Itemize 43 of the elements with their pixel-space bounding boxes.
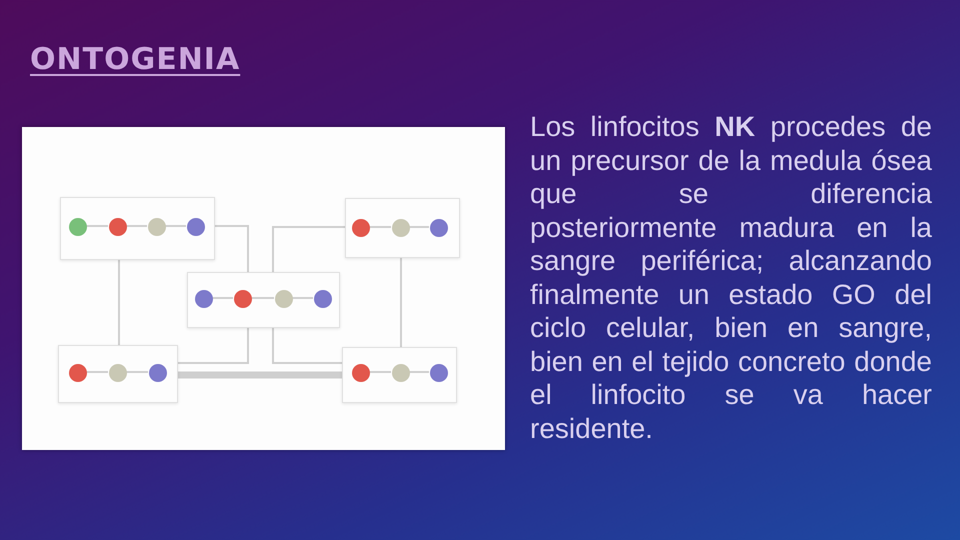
connector-line [212, 297, 233, 299]
cell-circle [234, 290, 252, 308]
connector-line [400, 258, 402, 347]
cell-circle [430, 219, 448, 237]
cell-circle [430, 364, 448, 382]
connector-line [178, 328, 249, 364]
connector-line [272, 328, 342, 364]
cell-circle [195, 290, 213, 308]
connector-line [409, 371, 429, 373]
connector-line [215, 225, 249, 272]
cell-circle [69, 364, 87, 382]
connector-line [118, 260, 120, 345]
stage-box [58, 345, 178, 403]
connector-line [126, 371, 148, 373]
stage-box [60, 197, 215, 260]
connector-line [272, 226, 345, 272]
cell-circle [187, 218, 205, 236]
connector-line [86, 225, 108, 227]
cell-circle [314, 290, 332, 308]
cell-circle [149, 364, 167, 382]
connector-line [292, 297, 313, 299]
slide-title: ONTOGENIA [30, 41, 240, 79]
connector-line [126, 225, 147, 227]
connector-line [251, 297, 274, 299]
cell-circle [69, 218, 87, 236]
connector-line [369, 371, 391, 373]
cell-circle [148, 218, 166, 236]
stage-box [345, 198, 460, 258]
connector-line [86, 371, 108, 373]
cell-circle [352, 364, 370, 382]
connector-line [409, 226, 429, 228]
cell-circle [352, 219, 370, 237]
stage-box [187, 272, 340, 328]
cell-circle [392, 219, 410, 237]
cell-circle [392, 364, 410, 382]
connector-line [165, 225, 186, 227]
connector-line [178, 372, 342, 378]
cell-circle [109, 218, 127, 236]
body-text: Los linfocitos NK procedes de un precursor de la medula ósea que se diferencia posteriormente madura en la sangre periférica; alcanzando finalmente un estado GO del ciclo celular, bien en sangre, bien en el tejido concreto donde el linfocito se va hacer residente. [530, 110, 932, 445]
cell-circle [109, 364, 127, 382]
cell-circle [275, 290, 293, 308]
stage-box [342, 347, 457, 403]
connector-line [369, 226, 391, 228]
